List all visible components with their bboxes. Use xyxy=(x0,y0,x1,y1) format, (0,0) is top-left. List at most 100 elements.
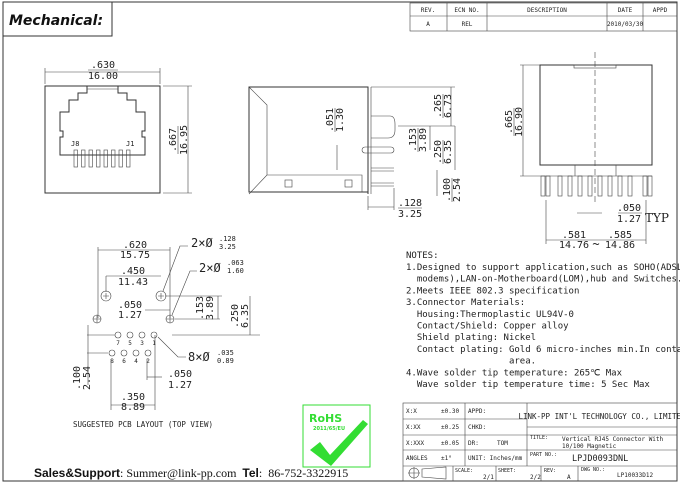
description-header: DESCRIPTION xyxy=(527,7,567,14)
rear-pin xyxy=(642,175,648,197)
hole2-in: .063 xyxy=(227,259,244,267)
dr-value: TOM xyxy=(497,440,508,447)
scale-value: 2/1 xyxy=(483,474,494,481)
pcb-dim-635: 6.35 xyxy=(240,304,251,328)
side-dim-130: 1.30 xyxy=(335,108,346,132)
side-dim-250: .250 xyxy=(433,140,444,164)
angles-value: ±1° xyxy=(441,455,452,462)
pcb-dim-620: .620 xyxy=(123,240,147,251)
chkd-label: CHKD: xyxy=(468,424,486,431)
contact-pin xyxy=(96,149,101,168)
hole2-callout: 2×Ø xyxy=(199,261,221,275)
rear-pin xyxy=(545,175,551,197)
pcb-pin-hole xyxy=(114,331,122,339)
pcb-dim-153: .153 xyxy=(195,296,206,320)
pcb-pin-label: 8 xyxy=(110,358,114,365)
note-line: Housing:Thermoplastic UL94V-0 xyxy=(406,310,574,320)
rohs-logo: RoHS 2011/65/EU xyxy=(302,404,371,468)
rear-pin xyxy=(627,175,633,197)
ecn-header: ECN NO. xyxy=(454,7,479,14)
rear-height-mm: 16.90 xyxy=(514,107,525,137)
side-dim-265: .265 xyxy=(433,94,444,118)
pcb-dim-254: 2.54 xyxy=(82,366,93,390)
rear-pin xyxy=(607,175,613,197)
pcb-pin-hole xyxy=(150,331,158,339)
front-width-mm: 16.00 xyxy=(88,71,118,82)
pcb-dim-127b: 1.27 xyxy=(168,380,192,391)
pcb-pin-label: 6 xyxy=(122,358,126,365)
front-height-mm: 16.95 xyxy=(179,125,190,155)
tol-xxx-value: ±0.05 xyxy=(441,440,459,447)
side-dim-100: .100 xyxy=(442,178,453,202)
dwg-no-value: LP10033D12 xyxy=(617,472,654,479)
revision-table: REV. ECN NO. DESCRIPTION DATE APPD A REL… xyxy=(409,2,678,32)
rev-value-tb: A xyxy=(567,474,571,481)
pcb-pin-hole xyxy=(108,349,116,357)
pin-j1-label: J1 xyxy=(126,140,134,148)
note-line: Wave solder tip temperature time: 5 Sec … xyxy=(406,380,650,390)
rev-header: REV. xyxy=(421,7,435,14)
rear-width-min-in: .581 xyxy=(562,230,586,241)
rohs-label: RoHS xyxy=(309,412,342,425)
pcb-pin-hole xyxy=(132,349,140,357)
contact-pin xyxy=(111,149,116,168)
appd-label: APPD: xyxy=(468,408,486,415)
tol-x-label: X:X xyxy=(406,408,417,415)
pcb-pin-hole xyxy=(138,331,146,339)
rear-pitch-in: .050 xyxy=(617,203,641,214)
footer-contact: Sales&Support: Summer@link-pp.com Tel: 8… xyxy=(34,466,349,480)
rear-pin xyxy=(567,175,573,197)
rear-view: .665 16.90 .050 1.27 TYP .581 14.76 ~ .5… xyxy=(504,52,669,251)
title-label: TITLE: xyxy=(530,435,548,441)
tol-xxx-label: X:XXX xyxy=(406,440,424,447)
sales-email[interactable]: Summer@link-pp.com xyxy=(126,466,237,480)
contact-pin xyxy=(103,149,108,168)
rev-label: REV: xyxy=(544,468,556,474)
pcb-dim-127: 1.27 xyxy=(118,310,142,321)
note-line: area. xyxy=(406,357,536,367)
contact-pin xyxy=(73,149,78,168)
unit-label: UNIT: Inches/mm xyxy=(468,455,523,462)
title-box xyxy=(2,1,113,37)
pcb-pin-label: 5 xyxy=(128,340,132,347)
pcb-dim-389: 3.89 xyxy=(205,296,216,320)
rear-range-tilde: ~ xyxy=(592,237,599,251)
note-line: Contact plating: Gold 6 micro-inches min… xyxy=(406,345,680,355)
hole3-callout: 8×Ø xyxy=(188,350,210,364)
pcb-pin-label: 7 xyxy=(116,340,120,347)
pcb-dim-1143: 11.43 xyxy=(118,277,148,288)
tel-label: Tel xyxy=(242,466,259,480)
note-line: 2.Meets IEEE 802.3 specification xyxy=(406,286,579,296)
pcb-pin-hole xyxy=(144,349,152,357)
front-view: J8 J1 .630 16.00 .667 16.95 xyxy=(44,60,192,194)
tol-x-value: ±0.30 xyxy=(441,408,459,415)
rear-width-min-mm: 14.76 xyxy=(559,240,589,251)
pcb-pin-label: 3 xyxy=(140,340,144,347)
rear-pin xyxy=(540,175,546,197)
hole3-mm: 0.89 xyxy=(217,357,234,365)
projection-symbol-icon xyxy=(408,466,447,480)
pcb-caption: SUGGESTED PCB LAYOUT (TOP VIEW) xyxy=(73,420,213,429)
contact-pin xyxy=(126,149,131,168)
rear-width-max-mm: 14.86 xyxy=(605,240,635,251)
pcb-dim-350: .350 xyxy=(121,392,145,403)
hole1-callout: 2×Ø xyxy=(191,236,213,250)
front-width-in: .630 xyxy=(91,60,115,71)
pin-j8-label: J8 xyxy=(71,140,79,148)
page-title: Mechanical: xyxy=(9,13,103,29)
side-dim-325: 3.25 xyxy=(398,209,422,220)
pcb-pin-hole xyxy=(126,331,134,339)
date-value: 2010/03/30 xyxy=(607,21,644,28)
company-name: LINK-PP INT'L TECHNOLOGY CO., LIMITED xyxy=(518,412,680,421)
rear-pitch-mm: 1.27 xyxy=(617,214,641,225)
rear-pin xyxy=(587,175,593,197)
hole3-in: .035 xyxy=(217,349,234,357)
front-height-in: .667 xyxy=(168,128,179,152)
note-line: 3.Connector Materials: xyxy=(406,298,525,308)
side-dim-051: .051 xyxy=(325,108,336,132)
sheet-label: SHEET: xyxy=(498,468,516,474)
part-no-label: PART NO.: xyxy=(530,452,557,458)
